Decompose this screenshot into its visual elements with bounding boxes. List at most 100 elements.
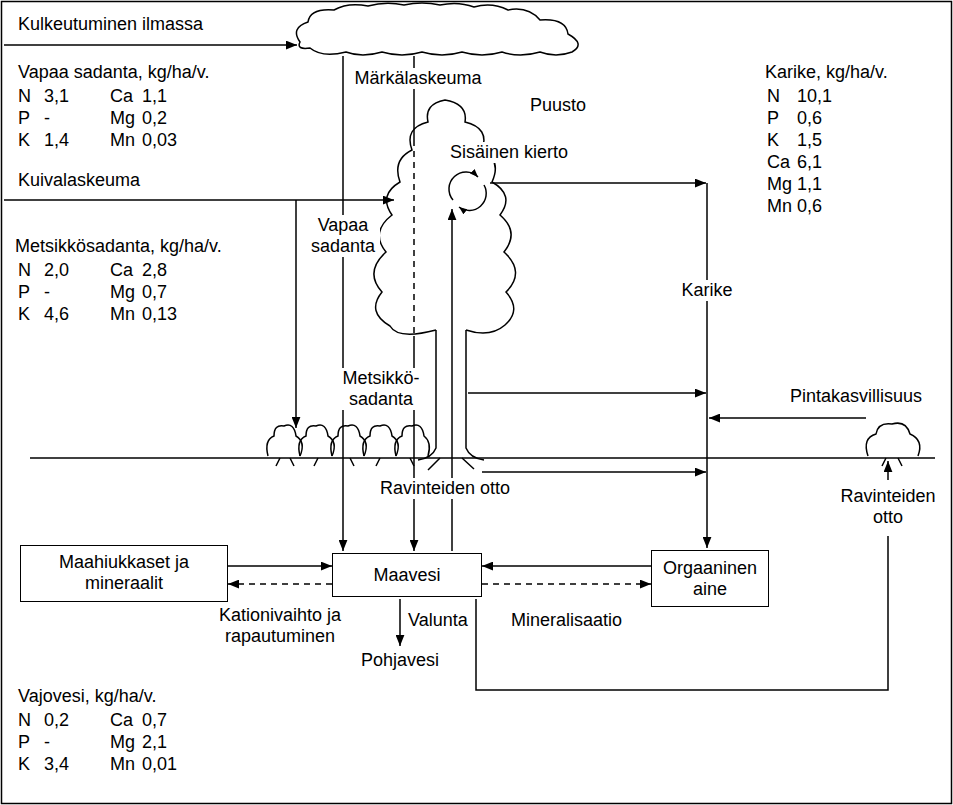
table-value: 1,1 (797, 174, 822, 195)
tree-trunk (466, 330, 484, 460)
table-heading: Metsikkösadanta, kg/ha/v. (15, 236, 222, 257)
element-symbol: P (18, 282, 30, 303)
shrub (363, 425, 398, 456)
table-value: 1,4 (44, 130, 69, 151)
flow-arrow (228, 565, 332, 567)
flow-label: Karike (679, 280, 734, 301)
edge-label: Mineralisaatio (511, 610, 622, 631)
element-symbol: N (18, 86, 31, 107)
flow-label: Kulkeutuminen ilmassa (18, 14, 203, 35)
process-box: Maahiukkaset ja mineraalit (20, 545, 228, 602)
table-value: 0,7 (142, 710, 167, 731)
table-value: 10,1 (797, 86, 832, 107)
table-value: 1,1 (142, 86, 167, 107)
flow-label: Valunta (408, 610, 468, 631)
table-value: 3,4 (44, 754, 69, 775)
table-value: 3,1 (44, 86, 69, 107)
shrub-roots (882, 458, 902, 466)
litter-arrow (468, 392, 706, 394)
element-symbol: Ca (767, 152, 790, 173)
edge-label: Kationivaihto ja rapautuminen (205, 605, 355, 647)
shrub (299, 425, 334, 456)
shrub (267, 425, 302, 456)
element-symbol: Mg (110, 732, 135, 753)
element-symbol: Ca (110, 710, 133, 731)
runoff-arrow (399, 599, 401, 646)
table-value: 2,8 (142, 260, 167, 281)
flow-label: Pohjavesi (361, 650, 439, 671)
table-value: 0,03 (142, 130, 177, 151)
part-name: Puusto (530, 95, 586, 116)
box-text: Maahiukkaset ja mineraalit (54, 552, 194, 593)
free-rain-arrow (342, 56, 344, 551)
flow-label: Kuivalaskeuma (18, 170, 140, 191)
table-value: 0,13 (142, 304, 177, 325)
box-text: Maavesi (373, 565, 440, 586)
process-box: Orgaaninen aine (651, 550, 769, 607)
flow-label: Ravinteiden otto (378, 478, 512, 499)
shrub (395, 425, 429, 456)
table-value: - (44, 732, 50, 753)
flow-label: Metsikkö- sadanta (336, 368, 426, 410)
litter-arrow (709, 417, 866, 419)
table-value: 0,01 (142, 754, 177, 775)
element-symbol: Mg (110, 108, 135, 129)
element-symbol: N (767, 86, 780, 107)
element-symbol: P (18, 108, 30, 129)
table-heading: Karike, kg/ha/v. (765, 62, 888, 83)
flow-arrow (482, 583, 651, 585)
dry-deposition-arrow (295, 200, 297, 428)
table-value: 4,6 (44, 304, 69, 325)
table-value: 2,1 (142, 732, 167, 753)
table-heading: Vajovesi, kg/ha/v. (18, 686, 156, 707)
litter-arrow (482, 471, 706, 473)
table-value: 6,1 (797, 152, 822, 173)
table-value: - (44, 282, 50, 303)
table-value: 2,0 (44, 260, 69, 281)
cycle-arrow (449, 172, 478, 200)
element-symbol: Mn (110, 130, 135, 151)
transport-arrow (4, 44, 297, 46)
element-symbol: N (18, 260, 31, 281)
uptake-arrow (887, 461, 889, 480)
element-symbol: N (18, 710, 31, 731)
element-symbol: Mn (767, 196, 792, 217)
element-symbol: Mg (110, 282, 135, 303)
wet-deposition-line (413, 140, 415, 336)
litter-line (706, 183, 708, 548)
flow-label: Ravinteiden otto (840, 486, 935, 528)
flow-arrow (482, 565, 651, 567)
element-symbol: K (18, 754, 30, 775)
process-box: Maavesi (332, 553, 482, 597)
flow-arrow (228, 583, 332, 585)
flow-label: Vapaa sadanta (306, 215, 380, 257)
element-symbol: K (18, 304, 30, 325)
table-value: 1,5 (797, 130, 822, 151)
element-symbol: Mg (767, 174, 792, 195)
element-symbol: K (767, 130, 779, 151)
element-symbol: P (767, 108, 779, 129)
box-text: Orgaaninen aine (660, 558, 760, 599)
element-symbol: Mn (110, 304, 135, 325)
shrub (331, 425, 366, 456)
shrub (866, 423, 920, 456)
table-value: 0,6 (797, 108, 822, 129)
tree-root (428, 458, 474, 470)
element-symbol: Mn (110, 754, 135, 775)
table-value: 0,2 (142, 108, 167, 129)
shrub-roots (276, 458, 414, 466)
cloud (296, 3, 578, 55)
element-symbol: K (18, 130, 30, 151)
uptake-arrow (451, 209, 453, 551)
flow-label: Sisäinen kierto (448, 142, 570, 163)
cycle-arrow (459, 185, 486, 210)
table-value: 0,2 (44, 710, 69, 731)
ground-line (30, 457, 935, 459)
part-name: Pintakasvillisuus (790, 386, 922, 407)
litter-arrow (490, 182, 706, 184)
flow-label: Märkälaskeuma (352, 68, 483, 89)
table-value: 0,6 (797, 196, 822, 217)
table-heading: Vapaa sadanta, kg/ha/v. (18, 62, 209, 83)
